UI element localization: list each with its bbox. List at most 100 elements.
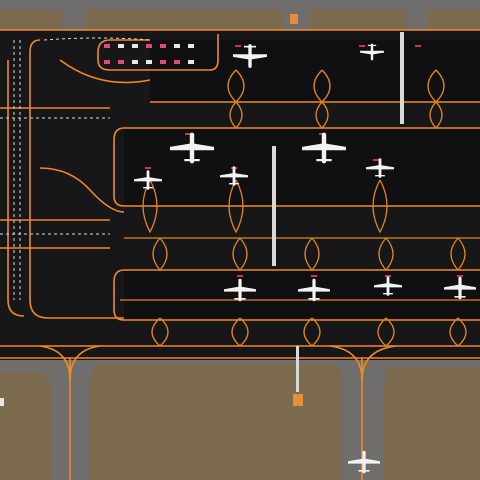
taxi-line (7, 60, 25, 317)
aircraft-tail (244, 45, 256, 48)
ground-vehicle (104, 60, 110, 64)
sign-board (293, 394, 303, 406)
aircraft-tail (358, 470, 370, 472)
stand-lead-in-lines (120, 69, 480, 347)
lead-in-loop (377, 317, 395, 347)
taxiways (52, 364, 384, 480)
aircraft (444, 276, 476, 300)
aircraft-group (134, 43, 476, 474)
aircraft-wing (298, 286, 330, 292)
ground-vehicle (146, 44, 152, 48)
aircraft (233, 44, 267, 68)
ground-vehicle (160, 44, 166, 48)
aircraft-tail (229, 183, 239, 185)
lead-in-loop (228, 179, 244, 234)
ground-vehicle (104, 44, 110, 48)
taxi-line (39, 167, 125, 213)
red-stand-marker (457, 275, 463, 277)
red-stand-marker (185, 133, 191, 135)
stand-panels (124, 40, 480, 320)
aircraft-wing (360, 50, 384, 55)
grass-field (90, 364, 342, 480)
top-grass-strips (0, 10, 480, 30)
ground-vehicle (118, 44, 124, 48)
grass-field (384, 368, 480, 480)
lead-in-loop (232, 237, 248, 271)
aircraft-wing (366, 165, 394, 170)
aircraft-tail (184, 159, 200, 162)
lead-in-loop (449, 317, 467, 347)
taxi-line (59, 59, 151, 84)
stand-panel (124, 270, 480, 320)
lead-in-loop (152, 237, 168, 271)
ground-vehicle (118, 60, 124, 64)
aircraft-wing (134, 177, 162, 182)
aircraft (302, 132, 346, 164)
aircraft (134, 170, 162, 190)
taxi-line (361, 345, 397, 381)
aircraft-wing (302, 143, 346, 151)
dashed-line (43, 37, 151, 41)
lead-in-loop (229, 101, 243, 129)
aircraft-tail (143, 187, 153, 189)
ground-vehicle (160, 60, 166, 64)
aircraft (224, 278, 256, 302)
aircraft-wing (224, 286, 256, 292)
aircraft-wing (374, 283, 402, 288)
aircraft-wing (220, 173, 248, 178)
aircraft-tail (234, 298, 246, 300)
taxi-line (69, 345, 101, 381)
lead-in-loop (231, 317, 249, 347)
ground-vehicle (174, 60, 180, 64)
stand-panel (124, 128, 480, 206)
aircraft-tail (454, 296, 466, 298)
ground-vehicle (146, 60, 152, 64)
grass-strip (86, 10, 284, 30)
lead-in-loop (304, 237, 320, 271)
grass-strip (0, 10, 62, 30)
red-stand-marker (237, 275, 243, 277)
aircraft-wing (348, 458, 380, 464)
bottom-grass-fields (0, 364, 480, 480)
aircraft (360, 43, 384, 61)
sign-board (0, 398, 4, 406)
lead-in-loop (315, 101, 329, 129)
grass-strip (310, 10, 406, 30)
red-stand-marker (145, 167, 151, 169)
aircraft-tail (316, 159, 332, 162)
lead-in-loop (378, 237, 394, 271)
signs (0, 14, 303, 406)
taxi-line (97, 34, 219, 71)
aircraft (298, 278, 330, 302)
lead-in-loop (450, 237, 466, 271)
aircraft-wing (233, 54, 267, 60)
red-stand-marker (385, 275, 391, 277)
aircraft-tail (383, 293, 393, 295)
lead-in-loop (429, 101, 443, 129)
aircraft-tail (375, 175, 385, 177)
aircraft-wing (170, 143, 214, 151)
ground-vehicle (188, 60, 194, 64)
taxi-line (113, 269, 125, 321)
taxiway-lane (52, 364, 90, 480)
aircraft-tail (367, 44, 377, 46)
aircraft-tail (308, 298, 320, 300)
taxi-line (113, 127, 125, 207)
grass-strip (428, 10, 480, 30)
grass-field (0, 372, 52, 480)
aircraft (374, 276, 402, 296)
service-road-cross (62, 0, 86, 30)
taxi-line (29, 39, 124, 319)
red-stand-marker (373, 159, 379, 161)
aircraft (170, 132, 214, 164)
aircraft-wing (444, 284, 476, 290)
ground-vehicle (132, 60, 138, 64)
aircraft (220, 166, 248, 186)
aircraft (366, 158, 394, 178)
ground-vehicles (104, 44, 194, 64)
lead-in-loop (372, 179, 388, 234)
white-markings (0, 37, 151, 300)
red-stand-marker (235, 45, 241, 47)
ground-vehicle (188, 44, 194, 48)
